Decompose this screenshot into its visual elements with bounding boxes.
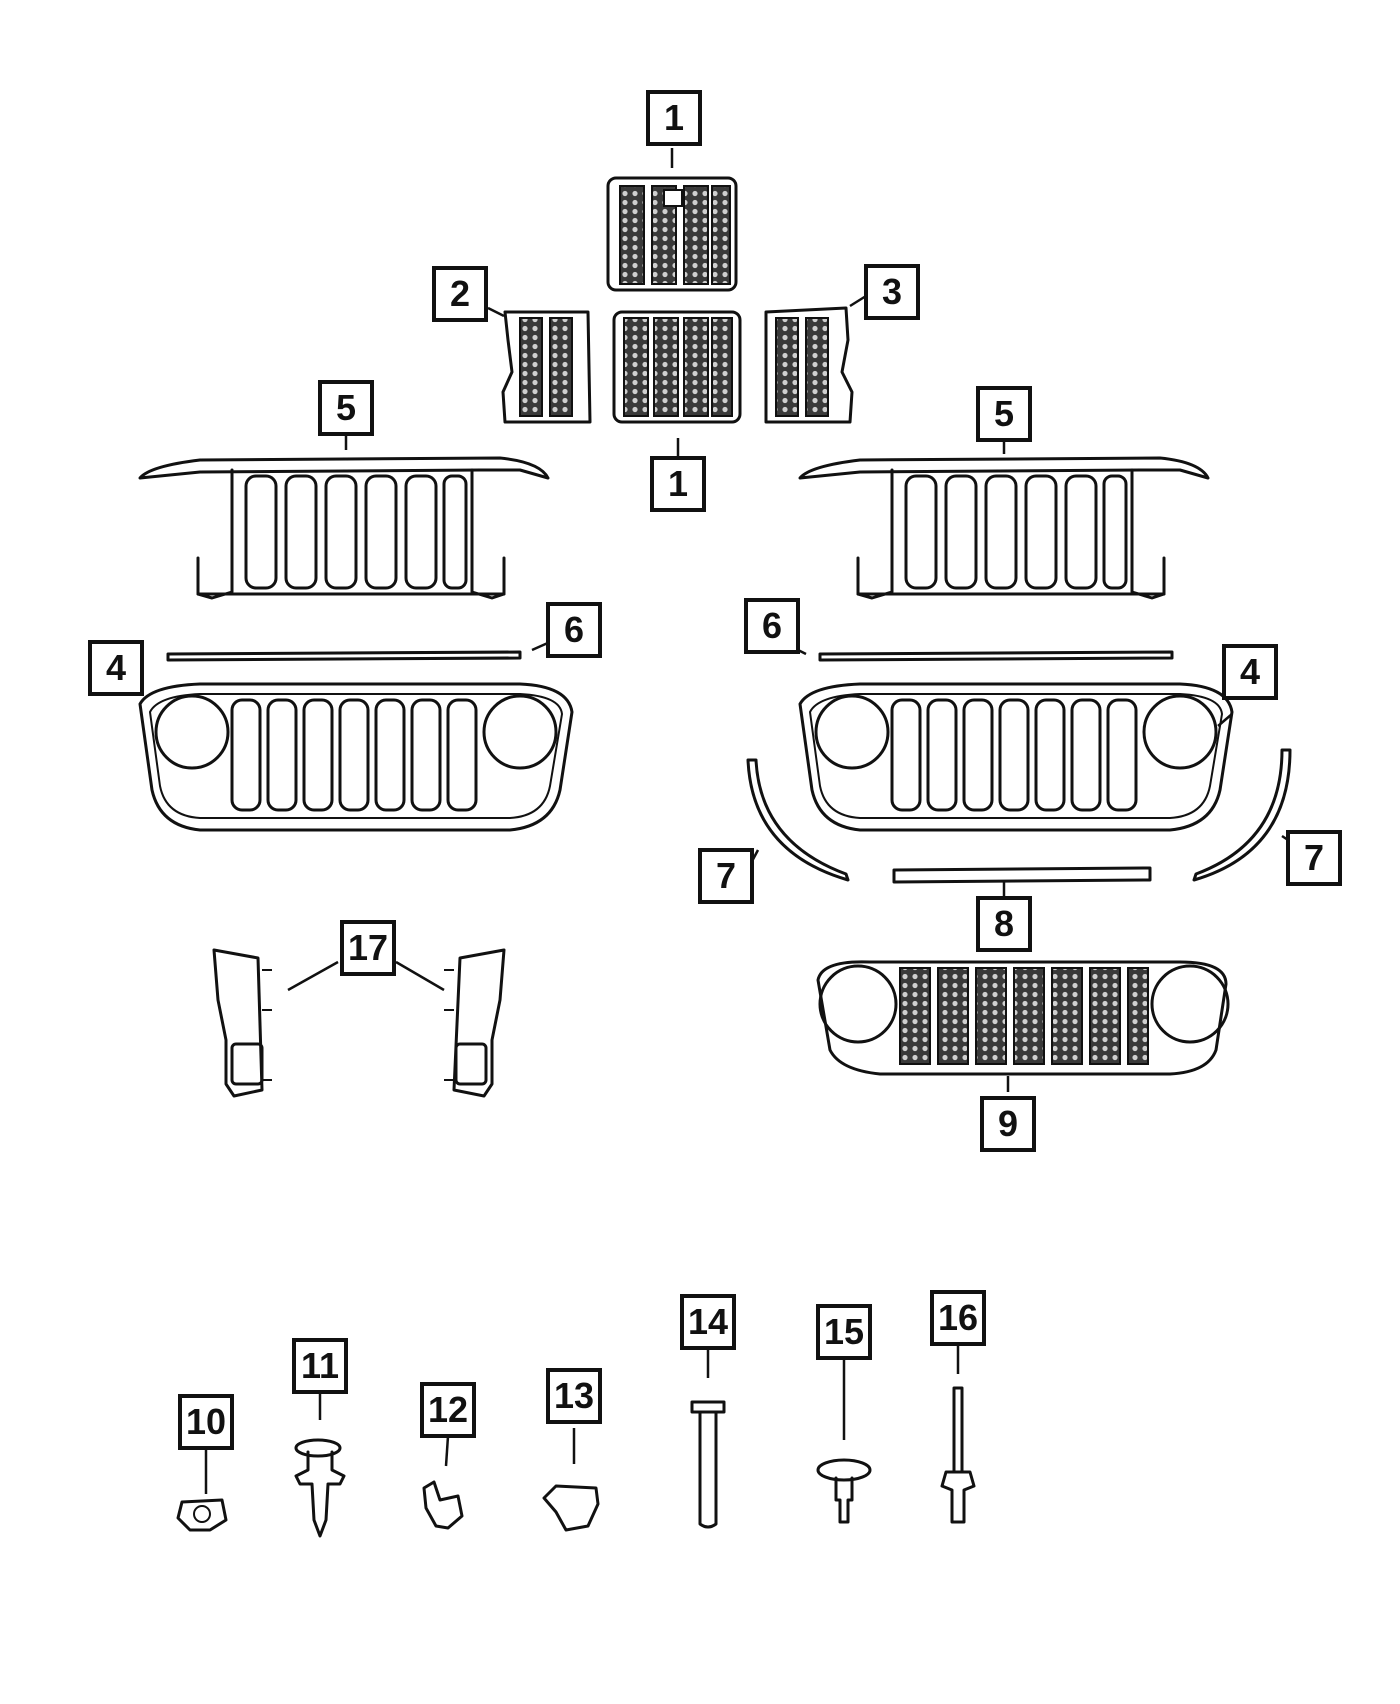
callout-1-top: 1 [646,90,702,146]
nut-fastener [176,1498,228,1532]
callout-label: 7 [1304,837,1324,878]
callout-label: 17 [348,927,388,968]
trim-strip-right [818,650,1174,662]
callout-12: 12 [420,1382,476,1438]
callout-14: 14 [680,1294,736,1350]
callout-label: 5 [336,387,356,428]
callout-7-left: 7 [698,848,754,904]
trim-strip-left [166,650,522,662]
mounting-bracket-left [212,948,272,1098]
callout-label: 12 [428,1389,468,1430]
callout-label: 8 [994,903,1014,944]
callout-3: 3 [864,264,920,320]
callout-5-left: 5 [318,380,374,436]
callout-15: 15 [816,1304,872,1360]
callout-label: 2 [450,273,470,314]
callout-label: 16 [938,1297,978,1338]
push-pin-fastener [294,1438,346,1538]
lower-trim-strip [892,866,1152,884]
callout-label: 1 [664,97,684,138]
callout-label: 4 [1240,651,1260,692]
callout-label: 11 [301,1345,339,1386]
callout-4-left: 4 [88,640,144,696]
callout-label: 6 [564,609,584,650]
mounting-bracket-right [444,948,506,1098]
grille-frame-right [798,456,1210,600]
callout-label: 1 [668,463,688,504]
callout-label: 9 [998,1103,1018,1144]
screw-fastener [816,1458,872,1524]
callout-label: 7 [716,855,736,896]
bolt-fastener [690,1400,726,1529]
callout-6-left: 6 [546,602,602,658]
callout-label: 15 [824,1311,864,1352]
callout-label: 13 [554,1375,594,1416]
grille-assembly-right [798,682,1234,832]
leader-lines [204,148,1295,1494]
callout-11: 11 [292,1338,348,1394]
grille-insert-middle [612,310,742,424]
callout-10: 10 [178,1394,234,1450]
callout-13: 13 [546,1368,602,1424]
grille-with-mesh [816,960,1230,1076]
callout-4-right: 4 [1222,644,1278,700]
callout-label: 3 [882,271,902,312]
snap-clip [542,1484,600,1532]
bezel-trim-left [746,758,850,882]
callout-2: 2 [432,266,488,322]
callout-6-right: 6 [744,598,800,654]
callout-17: 17 [340,920,396,976]
rivet-fastener [940,1386,976,1524]
callout-9: 9 [980,1096,1036,1152]
callout-7-right: 7 [1286,830,1342,886]
callout-label: 10 [186,1401,226,1442]
callout-label: 6 [762,605,782,646]
grille-insert-left [501,310,592,424]
retainer-clip [422,1480,464,1530]
grille-insert-top [606,176,738,292]
grille-assembly-left [138,682,574,832]
callout-8: 8 [976,896,1032,952]
callout-label: 14 [688,1301,728,1342]
bezel-trim-right [1192,748,1292,882]
callout-label: 5 [994,393,1014,434]
callout-1-middle: 1 [650,456,706,512]
grille-frame-left [138,456,550,600]
callout-5-right: 5 [976,386,1032,442]
callout-16: 16 [930,1290,986,1346]
grille-insert-right [764,306,854,424]
callout-label: 4 [106,647,126,688]
